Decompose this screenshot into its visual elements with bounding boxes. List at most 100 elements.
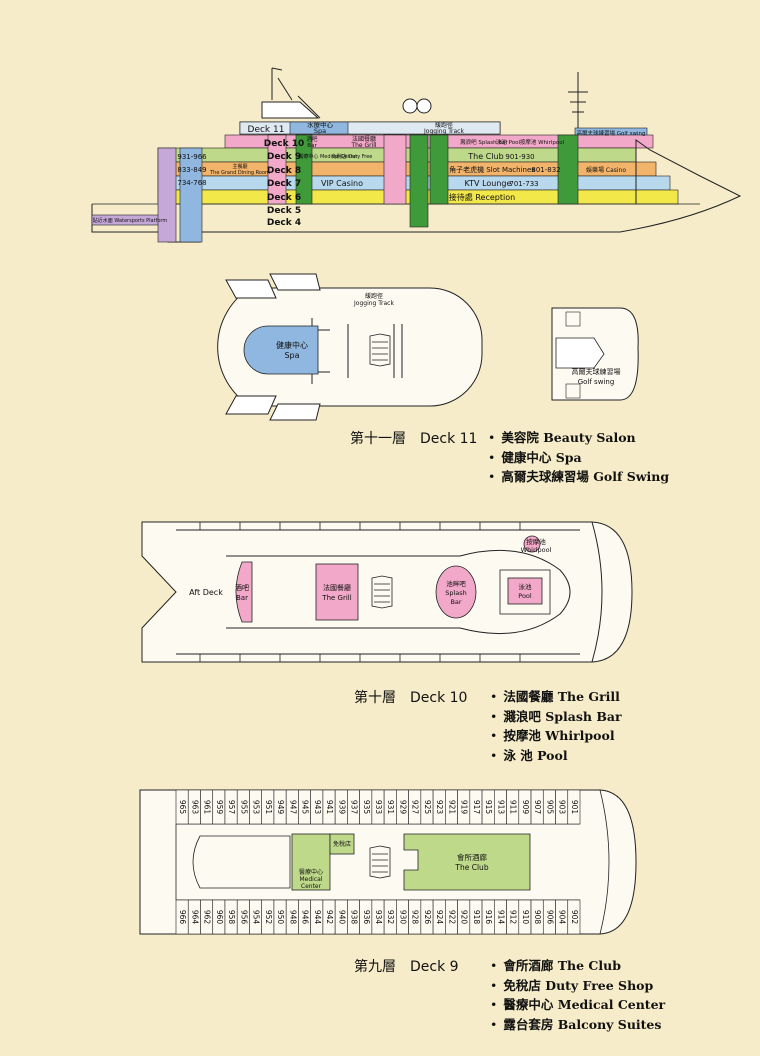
- profile-r8: 833-849: [177, 166, 206, 174]
- cabin-number: 924: [435, 910, 444, 925]
- profile-bar-en: Bar: [307, 143, 317, 149]
- deck9-title: 第九層 Deck 9: [354, 959, 459, 975]
- cabin-cell: [567, 789, 581, 825]
- spa-block: [289, 121, 349, 135]
- cabin-number: 965: [178, 800, 187, 815]
- cabin-number: 925: [423, 800, 432, 815]
- profile-grill-en: The Grill: [350, 142, 377, 149]
- profile-dining-en: The Grand Dining Room: [209, 170, 270, 176]
- deck11-legend-item: 高爾夫球練習場 Golf Swing: [488, 467, 669, 487]
- cabin-number: 906: [545, 910, 554, 925]
- cabin-number: 953: [252, 800, 261, 815]
- cabin-number: 909: [521, 800, 530, 815]
- deck9-medical-en2: Center: [301, 883, 322, 890]
- cabin-number: 935: [362, 800, 371, 815]
- profile-reception: 接待處 Reception: [449, 192, 515, 202]
- profile-medical: 醫療中心 Medical Center: [298, 153, 358, 160]
- cabin-number: 927: [411, 800, 420, 815]
- deck11-spa-en: Spa: [284, 351, 299, 360]
- cabin-number: 959: [215, 800, 224, 815]
- deck10-grill-cn: 法國餐廳: [323, 583, 351, 592]
- deck10-pool-area: [507, 577, 543, 605]
- ship-profile: Deck 11 水療中心 Spa 緩跑徑 Jogging Track 高爾夫球練…: [91, 67, 742, 243]
- cabin-number: 966: [178, 910, 187, 925]
- deck10-splash-cn: 池畔吧: [446, 579, 466, 588]
- deck9-legend-item: 免稅店 Duty Free Shop: [490, 976, 665, 996]
- deck9-club-area: [403, 833, 531, 891]
- profile-deck8-label: Deck 8: [267, 166, 301, 176]
- deck11-legend-item: 美容院 Beauty Salon: [488, 428, 669, 448]
- deck9-stair: [369, 845, 391, 879]
- cabin-number: 937: [350, 800, 359, 815]
- cabin-number: 929: [398, 800, 407, 815]
- cabin-number: 945: [301, 800, 310, 815]
- cabin-number: 955: [239, 800, 248, 815]
- cabin-number: 928: [411, 910, 420, 925]
- cabin-number: 957: [227, 800, 236, 815]
- deck11-spa-area: [243, 325, 319, 375]
- cabin-number: 934: [374, 910, 383, 925]
- cabin-number: 940: [337, 910, 346, 925]
- profile-slots: 角子老虎機 Slot Machines: [449, 165, 535, 174]
- cabin-number: 913: [496, 800, 505, 815]
- profile-deck5-label: Deck 5: [267, 206, 301, 216]
- profile-dutyfree: 免稅店 Duty Free: [332, 153, 373, 160]
- deck11-stair: [369, 333, 391, 367]
- cabin-number: 918: [472, 910, 481, 925]
- deck9-medical-cn: 醫療中心: [299, 868, 323, 876]
- cabin-number: 933: [374, 800, 383, 815]
- cabin-number: 962: [203, 910, 212, 925]
- cabin-number: 901: [570, 800, 579, 815]
- deck11-plan: 健康中心 Spa 緩跑徑 Jogging Track 高爾夫球練習場 Golf …: [217, 273, 639, 421]
- deck11-spa-cn: 健康中心: [276, 340, 308, 350]
- profile-deck11-label: Deck 11: [248, 125, 285, 135]
- deck11-outline: [217, 287, 483, 407]
- profile-water: 貼近水面 Watersports Platform: [93, 217, 168, 224]
- cabin-number: 944: [313, 910, 322, 925]
- deck10-whirl-cn: 按摩池: [526, 537, 546, 546]
- cabin-number: 930: [398, 910, 407, 925]
- profile-grill-cn: 法國餐廳: [352, 135, 376, 143]
- cabin-number: 946: [301, 910, 310, 925]
- deck9-legend-item: 會所酒廊 The Club: [490, 956, 665, 976]
- cabin-number: 936: [362, 910, 371, 925]
- profile-spa-en: Spa: [314, 127, 326, 135]
- profile-r8b: 801-832: [531, 166, 560, 174]
- profile-splash: 濺浪吧 Splash Bar: [460, 138, 508, 146]
- deck10-whirl-en: Whirlpool: [521, 546, 552, 554]
- cabin-number: 958: [227, 910, 236, 925]
- cabin-number: 964: [190, 910, 199, 925]
- cabin-number: 951: [264, 800, 273, 815]
- profile-r7: 734-768: [177, 179, 206, 187]
- cabin-number: 922: [447, 910, 456, 925]
- profile-jog-en: Jogging Track: [423, 128, 464, 135]
- cabin-number: 963: [190, 800, 199, 815]
- deck10-stair: [371, 575, 393, 609]
- cabin-number: 916: [484, 910, 493, 925]
- cabin-number: 942: [325, 910, 334, 925]
- cabin-number: 902: [570, 910, 579, 925]
- deck11-title: 第十一層 Deck 11: [350, 431, 478, 447]
- deck9-legend: 會所酒廊 The Club 免稅店 Duty Free Shop 醫療中心 Me…: [490, 956, 665, 1034]
- cabin-number: 911: [509, 800, 518, 815]
- cabin-number: 939: [337, 800, 346, 815]
- profile-r9b: 901-930: [505, 153, 534, 161]
- deck10-ticks: [199, 522, 521, 662]
- deck10-pool-en: Pool: [518, 592, 532, 600]
- deck11-legend-item: 健康中心 Spa: [488, 448, 669, 468]
- deck9-duty-cn: 免稅店: [333, 840, 351, 848]
- profile-deck10-label: Deck 10: [264, 139, 305, 149]
- deck10-title: 第十層 Deck 10: [354, 690, 468, 706]
- deck10-pool-cn: 泳池: [519, 582, 533, 591]
- cabin-number: 904: [558, 910, 567, 925]
- profile-deck6-label: Deck 6: [267, 193, 301, 203]
- profile-deck9-label: Deck 9: [267, 152, 301, 162]
- cabin-number: 908: [533, 910, 542, 925]
- deck9-medical-area: [291, 833, 331, 891]
- deck9-duty-area: [329, 833, 355, 855]
- profile-deck4-label: Deck 4: [267, 218, 301, 228]
- cabin-number: 950: [276, 910, 285, 925]
- cabin-number: 938: [350, 910, 359, 925]
- deck10-bar-en: Bar: [236, 594, 248, 602]
- cabin-number: 961: [203, 800, 212, 815]
